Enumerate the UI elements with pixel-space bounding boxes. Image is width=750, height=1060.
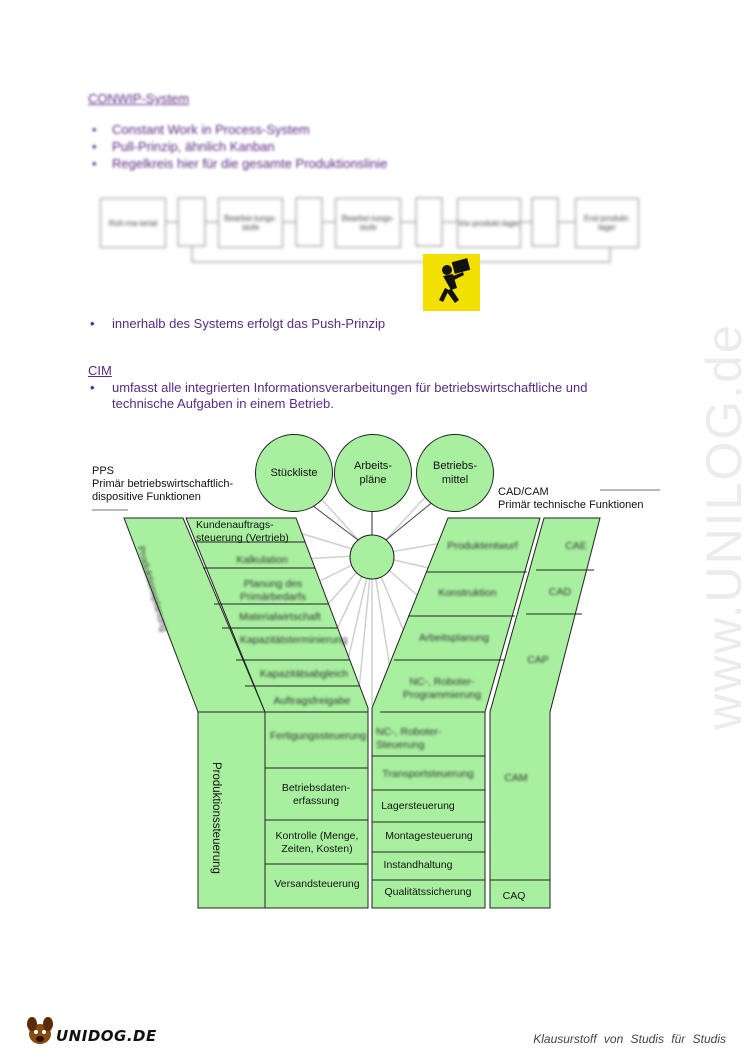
right-item-transportsteuerung: Transportsteuerung [382,768,474,780]
cim-heading: CIM [88,363,112,378]
far-right-cae: CAE [565,540,587,552]
cad-cam-label: CAD/CAM Primär technische Funktionen [498,486,644,512]
left-item-kapazitaetsabgleich: Kapazitätsabgleich [259,668,349,680]
far-right-cap: CAP [527,654,549,666]
flow-box-vorproduktlager: Vor-produkt-lager [457,198,521,248]
center-circle [349,534,395,580]
left-item-materialwirtschaft: Materialwirtschaft [239,611,321,623]
right-item-arbeitsplanung: Arbeitsplanung [418,632,490,644]
right-item-instandhaltung: Instandhaltung [383,859,453,871]
pps-label-line-3: dispositive Funktionen [92,491,201,503]
footer-text: Klausurstoff von Studis für Studis [533,1032,726,1046]
conwip-bullet-2: Pull-Prinzip, ähnlich Kanban [112,139,275,154]
left-item-kundenauftrag-text: Kundenauftrags-steuerung (Vertrieb) [196,519,289,544]
conwip-bullet-1: Constant Work in Process-System [112,122,310,137]
circle-arbeitsplaene: Arbeits- pläne [334,434,412,512]
flow-box-bearbeitung-2: Bearbei-tungs-stufe [335,198,401,248]
left-item-kalkulation: Kalkulation [236,554,288,566]
cim-bullet: • umfasst alle integrierten Informations… [90,380,672,412]
conwip-bullet-3: Regelkreis hier für die gesamte Produkti… [112,156,388,171]
left-item-kapazitaetsterminierung: Kapazitätsterminierung [240,634,348,646]
far-right-cad: CAD [548,586,572,598]
right-item-nc-steuerung: NC-, Roboter-Steuerung [376,726,442,751]
pps-label-line-2: Primär betriebswirtschaftlich- [92,478,234,490]
push-bullet-text: innerhalb des Systems erfolgt das Push-P… [112,316,386,331]
flow-box-endproduktlager: End-produkt-lager [575,198,639,248]
circle-betriebsmittel-line-1: Betriebs- [432,460,478,472]
circle-stueckliste: Stückliste [255,434,333,512]
left-item-betriebsdaten: Betriebsdaten-erfassung [266,782,366,808]
dog-icon [27,1017,53,1044]
right-item-produktentwurf: Produktentwurf [447,540,518,552]
left-vertical-bottom-label: Produktionssteuerung [210,762,222,874]
cim-bullet-line-2: technische Aufgaben in einem Betrieb. [112,396,334,411]
cad-cam-label-line-1: CAD/CAM [498,486,549,498]
left-item-kundenauftrag: Kundenauftrags-steuerung (Vertrieb) [196,519,302,545]
flow-box-rohmaterial: Roh-ma-terial [100,198,166,248]
unidog-logo-text: UNIDOG.DE [56,1027,157,1045]
left-item-kontrolle: Kontrolle (Menge, Zeiten, Kosten) [266,830,368,856]
pps-label: PPS Primär betriebswirtschaftlich- dispo… [92,465,233,504]
circle-betriebsmittel-line-2: mittel [441,474,469,486]
push-bullet: • innerhalb des Systems erfolgt das Push… [90,316,386,331]
conwip-flow-diagram: Roh-ma-terial Bearbei-tungs-stufe Bearbe… [0,0,750,300]
right-item-lagersteuerung: Lagersteuerung [381,800,455,812]
right-item-montagesteuerung: Montagesteuerung [385,830,473,842]
far-right-caq: CAQ [502,890,526,902]
left-item-betriebsdaten-text: Betriebsdaten-erfassung [281,782,351,807]
cim-bullet-line-1: umfasst alle integrierten Informationsve… [112,380,588,395]
left-item-versandsteuerung: Versandsteuerung [274,878,360,890]
circle-stueckliste-label: Stückliste [270,467,318,479]
left-item-kontrolle-text: Kontrolle (Menge, Zeiten, Kosten) [275,830,359,855]
worker-icon [439,258,471,303]
flow-box-bearbeitung-1: Bearbei-tungs-stufe [218,198,283,248]
circle-arbeitsplaene-line-2: pläne [359,474,387,486]
left-item-primaerbedarf: Planung des Primärbedarfs [240,578,306,603]
right-item-nc-programmierung: NC-, Roboter-Programmierung [402,676,482,701]
right-item-konstruktion: Konstruktion [438,587,497,599]
left-item-fertigungssteuerung: Fertigungssteuerung [270,730,367,742]
conwip-bullet-list: •Constant Work in Process-System •Pull-P… [92,122,388,171]
left-item-auftragsfreigabe: Auftragsfreigabe [273,695,351,707]
cad-cam-label-line-2: Primär technische Funktionen [498,499,644,511]
conwip-heading: CONWIP-System [88,91,190,106]
pps-label-line-1: PPS [92,465,115,477]
construction-worker-sign [423,254,480,311]
right-item-qualitaetssicherung: Qualitätssicherung [384,886,472,898]
flow-connectors [165,197,611,263]
right-outer-band [489,517,601,909]
circle-arbeitsplaene-line-1: Arbeits- [354,460,392,472]
far-right-cam: CAM [504,772,528,784]
unidog-logo [22,1014,58,1048]
circle-betriebsmittel: Betriebs- mittel [416,434,494,512]
